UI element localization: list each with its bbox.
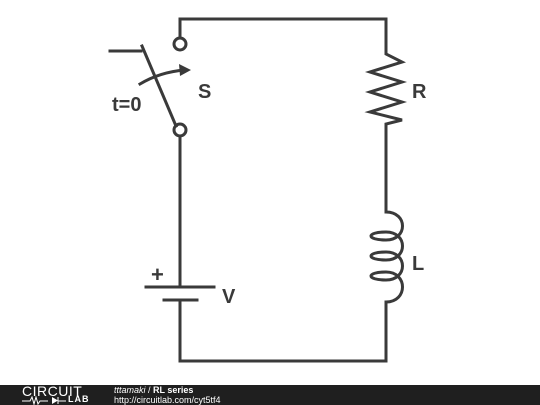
inductor-label: L — [412, 253, 424, 275]
author-link[interactable]: tttamaki — [114, 385, 146, 395]
circuit-title[interactable]: RL series — [153, 385, 194, 395]
switch-action-arrow — [137, 68, 187, 87]
resistor-r — [364, 48, 408, 129]
circuit-url-link[interactable]: http://circuitlab.com/cyt5tf4 — [114, 395, 221, 405]
top-wire — [178, 17, 388, 52]
switch-time-label: t=0 — [112, 94, 141, 116]
source-plus-sign: + — [151, 262, 164, 287]
switch-lower-terminal — [172, 122, 188, 138]
footer-bar: CIRCUIT LAB tttamaki / RL series http://… — [0, 383, 540, 405]
author-title-line: tttamaki / RL series — [114, 386, 221, 395]
switch-blade — [140, 44, 178, 128]
switch-label: S — [198, 81, 211, 103]
rl-circuit-diagram: S t=0 R L V + — [108, 17, 427, 363]
resistor-label: R — [412, 81, 427, 103]
inductor-l — [369, 210, 404, 304]
logo-circuit-symbol-icon — [22, 396, 66, 405]
switch-upper-terminal — [172, 36, 188, 52]
circuit-meta: tttamaki / RL series http://circuitlab.c… — [114, 386, 221, 405]
source-label: V — [222, 286, 236, 308]
bottom-wire — [178, 298, 388, 363]
voltage-source-v — [144, 285, 216, 302]
switch-s — [108, 36, 191, 138]
circuitlab-logo[interactable]: CIRCUIT LAB — [22, 383, 94, 405]
logo-brand-top: CIRCUIT — [22, 383, 83, 399]
switch-arrowhead — [179, 64, 191, 76]
meta-separator: / — [145, 385, 154, 395]
logo-brand-bottom: LAB — [68, 394, 90, 404]
